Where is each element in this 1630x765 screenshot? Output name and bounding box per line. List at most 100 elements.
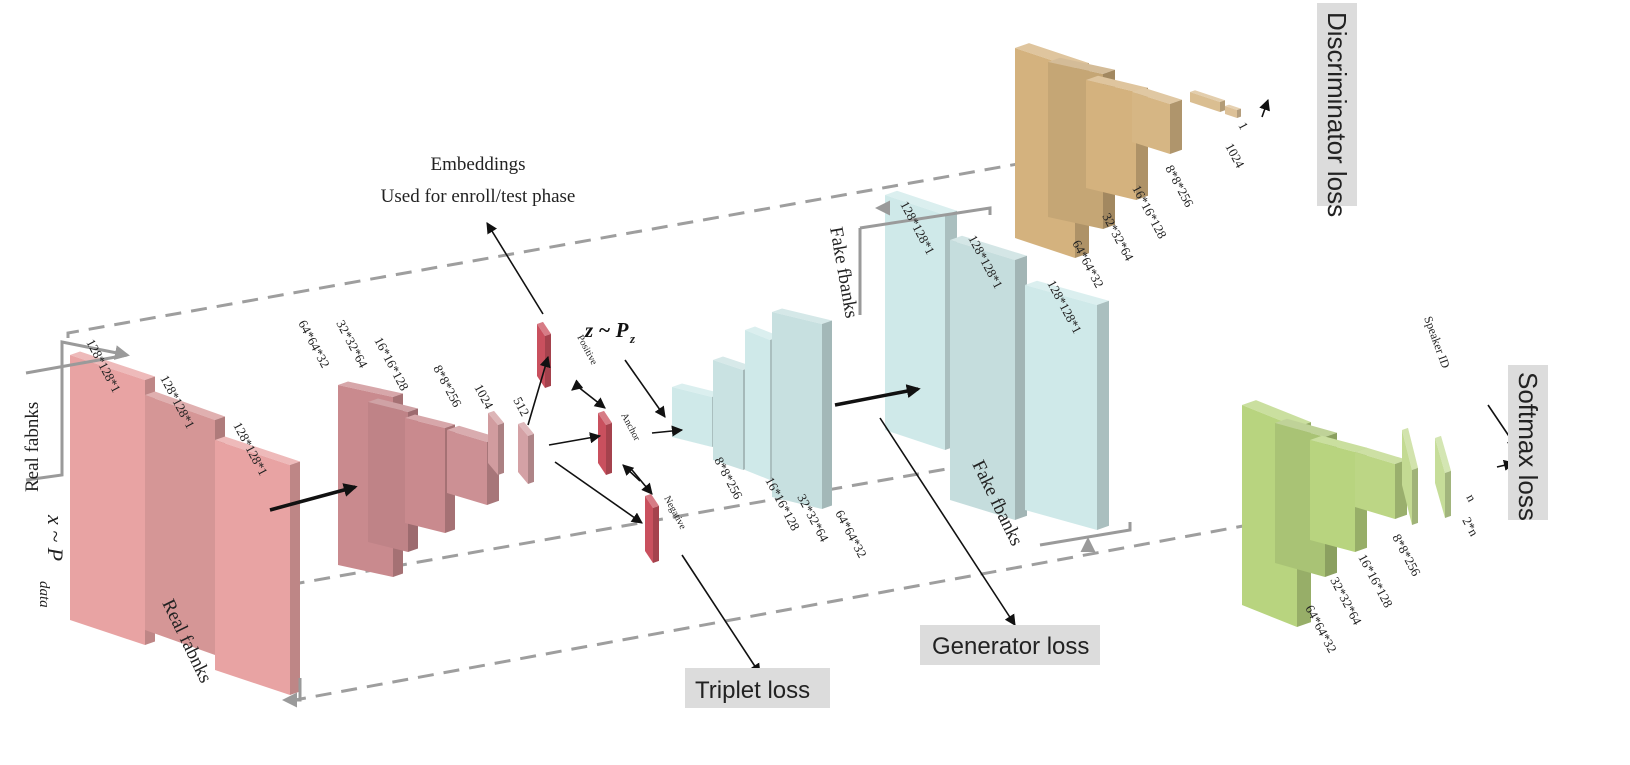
- enc-fc-1024-front: [488, 413, 498, 475]
- dim-enc-5: 1024: [471, 381, 497, 411]
- enc-fc-512-front: [518, 424, 528, 484]
- x-pdata-main: x ~ P: [43, 514, 68, 561]
- enc-block-4-top: [447, 425, 499, 442]
- speaker-id-label: Speaker ID: [1421, 314, 1453, 370]
- enc-block-4-front: [447, 430, 487, 505]
- gen-block-3-top: [745, 326, 780, 340]
- layer-blocks: [70, 43, 1451, 695]
- z-pz-subscript: z: [629, 331, 636, 346]
- enc-fc-1024-top: [488, 410, 504, 425]
- real-block-2-front: [145, 395, 215, 655]
- cls-block-4-front: [1355, 452, 1395, 519]
- gen-block-1-top: [672, 383, 722, 397]
- dim-cls-2: 32*32*64: [1327, 574, 1365, 627]
- dim-cls-1: 64*64*32: [1302, 602, 1340, 655]
- real-block-2-top: [145, 391, 225, 420]
- gen-block-3-front: [745, 330, 770, 480]
- dim-enc-1: 64*64*32: [295, 317, 333, 370]
- disc-block-4-front: [1132, 92, 1170, 154]
- disc-block-3-front: [1086, 80, 1136, 200]
- cls-fc-n-top: [1435, 435, 1451, 473]
- generator-loss-box: Generator loss: [920, 625, 1100, 665]
- dim-cls-5: 2*n: [1459, 514, 1482, 539]
- triplet-loss-text: Triplet loss: [695, 677, 810, 704]
- softmax-loss-text: Softmax loss: [1513, 372, 1543, 521]
- triplet-loss-box: Triplet loss: [685, 668, 830, 708]
- disc-fc-1-side: [1237, 108, 1241, 118]
- x-pdata-subscript: data: [36, 581, 52, 608]
- cls-fc-n-side: [1445, 470, 1451, 518]
- cls-block-1-top: [1242, 400, 1311, 427]
- gen-block-2-top: [713, 356, 753, 370]
- disc-block-4-top: [1132, 87, 1182, 104]
- real-block-1-top: [70, 351, 155, 380]
- dim-enc-3: 16*16*128: [371, 334, 412, 393]
- dim-gen-4: 64*64*32: [832, 507, 870, 560]
- enc-block-3-front: [405, 418, 445, 533]
- gen-out-2-top: [950, 235, 1027, 260]
- embed-negative-top: [645, 493, 659, 508]
- cls-block-4-top: [1355, 447, 1407, 464]
- discriminator-loss-text: Discriminator loss: [1322, 12, 1352, 217]
- embed-negative-side: [653, 505, 659, 563]
- real-fbanks-top-label: Real fabnks: [22, 402, 43, 492]
- gen-out-2-side: [1015, 255, 1027, 521]
- enc-fc-512-top: [518, 421, 534, 436]
- dim-disc-3: 16*16*128: [1129, 182, 1170, 241]
- cls-fc-2n-side: [1412, 467, 1418, 525]
- gen-out-3-front: [1025, 285, 1097, 530]
- dim-disc-2: 32*32*64: [1099, 210, 1137, 263]
- enc-block-1-top: [338, 381, 403, 397]
- enc-block-2-top: [368, 398, 418, 412]
- dim-disc-6: 1: [1235, 119, 1251, 132]
- dim-disc-4: 8*8*256: [1162, 162, 1197, 210]
- gen-block-1-front: [672, 387, 712, 447]
- enc-fc-1024-side: [498, 422, 504, 475]
- real-block-3-front: [215, 440, 290, 695]
- dim-enc-6: 512: [510, 394, 532, 418]
- gen-out-1-front: [885, 195, 945, 450]
- embeddings-subtitle: Used for enroll/test phase: [381, 186, 576, 207]
- cls-block-3-front: [1310, 440, 1355, 552]
- gen-out-2-front: [950, 240, 1015, 520]
- brackets: [25, 200, 1132, 708]
- gen-out-3-side: [1097, 300, 1109, 530]
- embed-positive-top: [537, 321, 551, 336]
- fake-fbanks-top-label: Fake fbanks: [825, 225, 862, 320]
- disc-block-4-side: [1170, 99, 1182, 154]
- gen-block-4-front: [772, 312, 822, 509]
- discriminator-loss-box: Discriminator loss: [1317, 3, 1357, 217]
- real-block-1-front: [70, 355, 145, 645]
- gen-out-3-top: [1025, 280, 1109, 305]
- gen-block-2-front: [713, 360, 743, 470]
- embed-negative-front: [645, 496, 653, 563]
- real-block-3-side: [290, 461, 300, 695]
- dim-enc-2: 32*32*64: [333, 317, 371, 370]
- gen-block-4-side: [822, 320, 832, 509]
- embed-positive-side: [545, 333, 551, 388]
- disc-fc-1-front: [1225, 106, 1237, 118]
- cls-block-2-top: [1275, 418, 1337, 437]
- disc-fc-1024-front: [1190, 92, 1220, 112]
- cls-fc-n-front: [1435, 438, 1445, 518]
- embed-anchor-top: [598, 410, 612, 425]
- disc-fc-1024-top: [1190, 90, 1225, 102]
- enc-fc-512-side: [528, 433, 534, 484]
- disc-block-2-top: [1048, 57, 1115, 74]
- dim-cls-4: 8*8*256: [1389, 531, 1424, 579]
- x-pdata-label: x ~ P data: [36, 514, 68, 608]
- softmax-loss-box: Softmax loss: [1508, 365, 1548, 521]
- embed-anchor-front: [598, 413, 606, 475]
- disc-block-3-top: [1086, 75, 1148, 92]
- dim-cls-6: n: [1463, 491, 1480, 504]
- enc-block-2-front: [368, 402, 408, 552]
- z-pz-label: z ~ P z: [584, 318, 636, 346]
- dim-enc-4: 8*8*256: [430, 362, 465, 410]
- cls-block-3-top: [1310, 435, 1367, 452]
- gen-out-1-top: [885, 190, 957, 215]
- dim-disc-5: 1024: [1222, 140, 1248, 170]
- disc-fc-1-top: [1225, 104, 1241, 110]
- generator-loss-text: Generator loss: [932, 633, 1089, 660]
- z-pz-main: z ~ P: [584, 318, 629, 342]
